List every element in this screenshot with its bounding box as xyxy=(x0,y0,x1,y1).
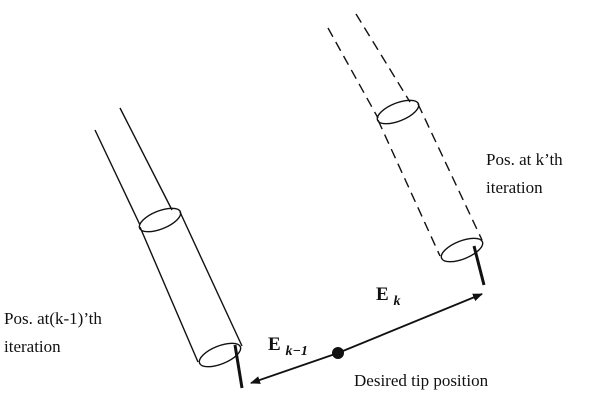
error-k-minus-1-symbol: E xyxy=(268,334,281,355)
error-vectors xyxy=(250,293,483,384)
desired-tip-label: Desired tip position xyxy=(354,371,489,390)
probe-k-minus-1-side-left xyxy=(139,226,199,363)
pos-k-label: Pos. at k’th xyxy=(486,150,563,169)
error-k-symbol: E xyxy=(376,284,389,305)
desired-tip-dot xyxy=(332,347,344,359)
probe-k-top-ellipse xyxy=(376,99,420,125)
error-k-minus-1-label: E k−1 xyxy=(268,334,308,359)
error-k-minus-1-subscript: k−1 xyxy=(285,344,307,359)
probe-k-shaft-right xyxy=(355,13,411,103)
probe-k-minus-1-shaft-left xyxy=(94,129,141,226)
probe-k-side-right xyxy=(417,103,483,241)
probe-k-side-left xyxy=(377,119,441,257)
pos-k-line1: Pos. at k’th xyxy=(486,150,563,169)
error-k-label: E k xyxy=(376,284,400,309)
error-k-subscript: k xyxy=(393,294,400,309)
pos-k-minus-1-label: Pos. at(k-1)’th xyxy=(4,309,102,328)
probe-k xyxy=(327,13,486,286)
pos-k-minus-1-label-line2: iteration xyxy=(4,337,61,356)
error-vector-k-minus-1 xyxy=(250,352,339,384)
probe-k-shaft-left xyxy=(327,27,379,119)
probe-k-minus-1-shaft-right xyxy=(119,107,173,211)
probe-k-minus-1-bottom-ellipse xyxy=(198,342,242,368)
probe-k-bottom-ellipse xyxy=(440,237,484,263)
probe-k-minus-1 xyxy=(94,107,244,389)
probe-k-minus-1-side-right xyxy=(179,211,243,347)
probe-k-minus-1-tip xyxy=(233,344,244,389)
pos-k-label-line2: iteration xyxy=(486,178,543,197)
error-vector-k xyxy=(337,293,483,354)
probe-k-minus-1-top-ellipse xyxy=(138,207,182,233)
probe-k-tip xyxy=(472,245,486,286)
